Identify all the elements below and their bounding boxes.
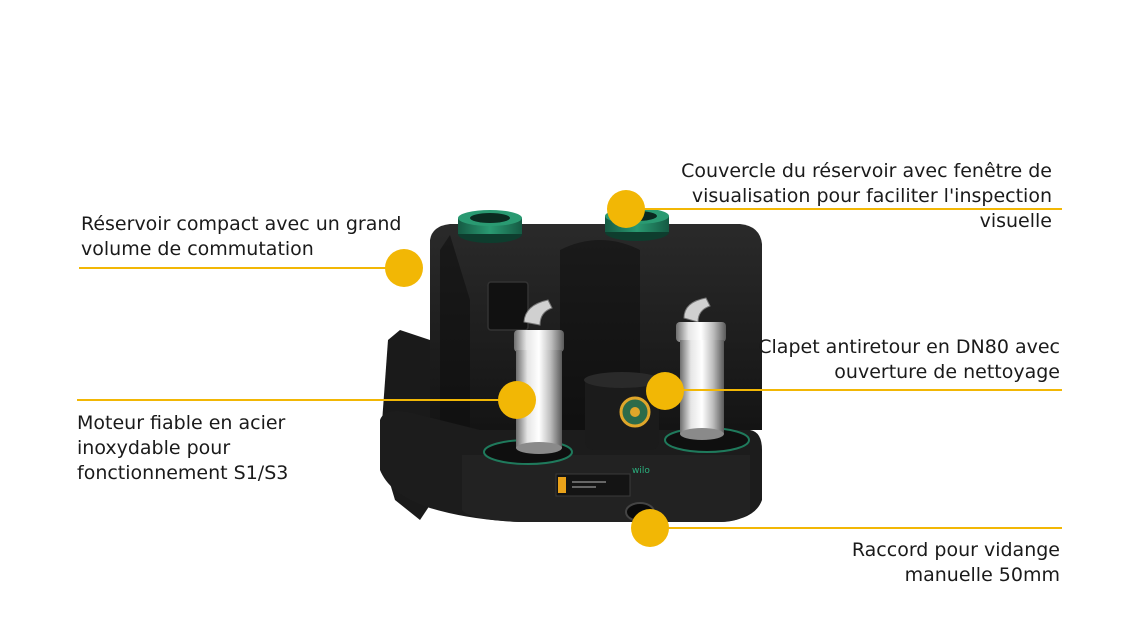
brand-logo: wilo bbox=[632, 466, 650, 476]
callout-line: manuelle 50mm bbox=[904, 564, 1060, 586]
callout-raccord-text: Raccord pour vidange manuelle 50mm bbox=[852, 538, 1060, 588]
callout-clapet-marker bbox=[646, 372, 684, 410]
callout-reservoir-line bbox=[79, 267, 404, 269]
callout-moteur-marker bbox=[498, 381, 536, 419]
callout-line: fonctionnement S1/S3 bbox=[77, 462, 289, 484]
callout-moteur-text: Moteur fiable en acier inoxydable pour f… bbox=[77, 411, 288, 486]
callout-line: Moteur fiable en acier bbox=[77, 412, 286, 434]
callout-raccord-marker bbox=[631, 509, 669, 547]
callout-couvercle-marker bbox=[607, 190, 645, 228]
callout-clapet-line bbox=[665, 389, 1062, 391]
callout-moteur-line bbox=[77, 399, 517, 401]
callout-reservoir-text: Réservoir compact avec un grand volume d… bbox=[81, 212, 401, 262]
check-valve bbox=[584, 372, 660, 450]
callout-reservoir-marker bbox=[385, 249, 423, 287]
callout-line: volume de commutation bbox=[81, 238, 314, 260]
callout-couvercle-text: Couvercle du réservoir avec fenêtre de v… bbox=[681, 159, 1052, 234]
callout-clapet-text: Clapet antiretour en DN80 avec ouverture… bbox=[758, 335, 1060, 385]
callout-line: visuelle bbox=[979, 210, 1052, 232]
inlet-collar-left bbox=[458, 210, 522, 243]
callout-line: Couvercle du réservoir avec fenêtre de bbox=[681, 160, 1052, 182]
callout-line: inoxydable pour bbox=[77, 437, 231, 459]
callout-raccord-line bbox=[650, 527, 1062, 529]
motor-right bbox=[676, 297, 726, 440]
callout-line: ouverture de nettoyage bbox=[834, 361, 1060, 383]
control-display bbox=[555, 473, 631, 497]
callout-line: Raccord pour vidange bbox=[851, 539, 1060, 561]
callout-line: Réservoir compact avec un grand bbox=[81, 213, 402, 235]
callout-couvercle-line bbox=[626, 208, 1062, 210]
callout-line: visualisation pour faciliter l'inspectio… bbox=[691, 185, 1052, 207]
callout-line: Clapet antiretour en DN80 avec bbox=[758, 336, 1060, 358]
